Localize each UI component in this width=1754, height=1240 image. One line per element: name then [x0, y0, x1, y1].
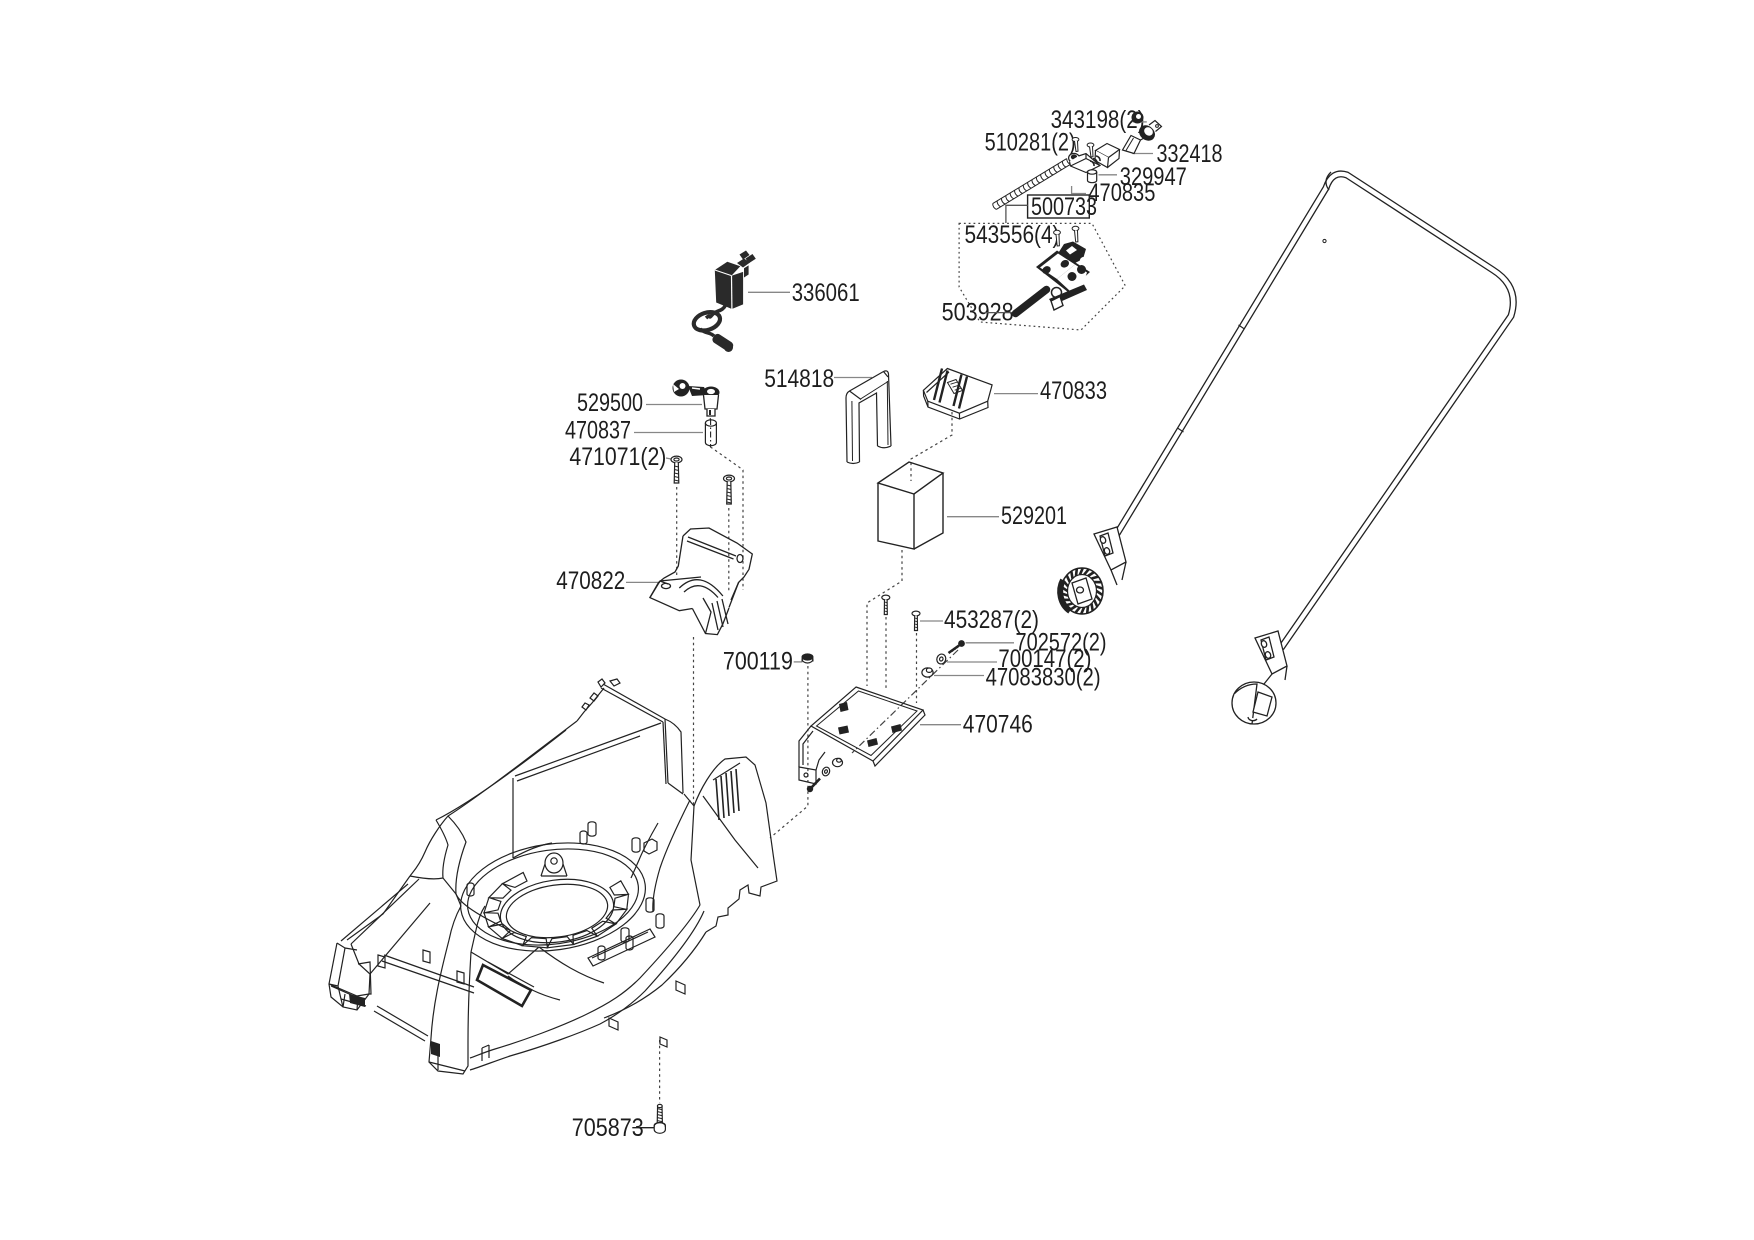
svg-text:470837: 470837 [565, 417, 631, 445]
svg-text:700119: 700119 [723, 647, 793, 675]
svg-text:470833: 470833 [1040, 377, 1107, 405]
svg-text:470835: 470835 [1088, 179, 1155, 207]
svg-text:453287(2): 453287(2) [944, 606, 1039, 634]
svg-text:470746: 470746 [963, 711, 1033, 739]
svg-text:705873: 705873 [572, 1114, 644, 1142]
svg-text:700147(2): 700147(2) [998, 645, 1091, 673]
svg-text:47083830(2): 47083830(2) [986, 664, 1101, 692]
svg-text:529500: 529500 [577, 389, 643, 417]
svg-text:500733: 500733 [1031, 193, 1097, 221]
svg-text:514818: 514818 [764, 365, 834, 393]
svg-text:470822: 470822 [556, 567, 625, 595]
svg-text:332418: 332418 [1157, 140, 1223, 168]
svg-text:329947: 329947 [1120, 163, 1187, 191]
svg-text:343198(2): 343198(2) [1051, 106, 1145, 134]
svg-text:336061: 336061 [792, 279, 860, 307]
svg-text:529201: 529201 [1001, 502, 1067, 530]
svg-text:471071(2): 471071(2) [569, 443, 666, 471]
svg-text:543556(4): 543556(4) [965, 221, 1060, 249]
svg-text:702572(2): 702572(2) [1016, 629, 1107, 657]
svg-text:510281(2): 510281(2) [985, 128, 1076, 156]
